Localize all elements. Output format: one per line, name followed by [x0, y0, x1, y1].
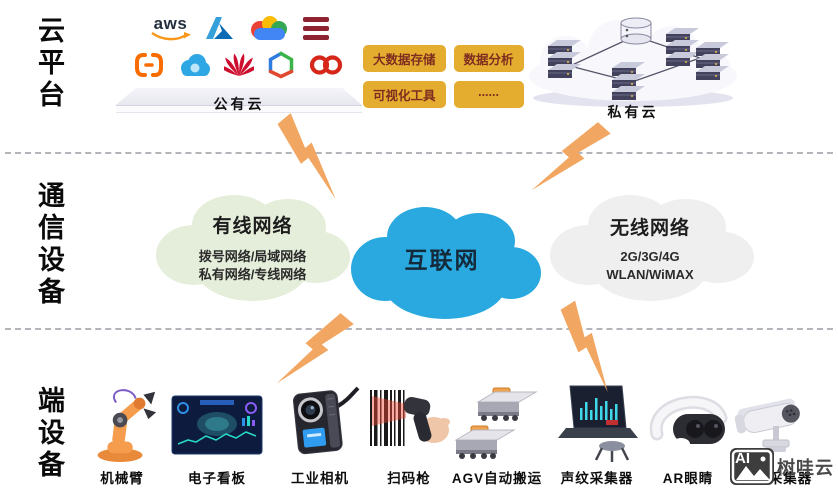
huawei-icon: [224, 52, 254, 78]
google-cloud-icon: [248, 14, 290, 42]
ar-glasses-icon: [640, 380, 736, 464]
divider-bottom: [5, 328, 833, 330]
tag-ellipsis: ......: [453, 81, 524, 108]
device-label: 电子看板: [188, 471, 246, 486]
internet-title: 互联网: [404, 247, 480, 273]
layer-label-communication: 通信设备: [34, 181, 64, 309]
lightning-bolt-icon: [266, 109, 357, 207]
wireless-network-cloud: 无线网络 2G/3G/4G WLAN/WiMAX: [542, 183, 758, 309]
three-bars-cloud-icon: [302, 16, 329, 40]
agv-icon: [449, 380, 545, 464]
device-e-kanban: 电子看板: [169, 380, 265, 487]
industrial-camera-icon: [272, 380, 368, 464]
watermark: AI 树哇云: [730, 448, 834, 485]
device-label: 声纹采集器: [560, 471, 634, 486]
private-cloud-label: 私有云: [607, 104, 659, 120]
barcode-scanner-icon: [361, 380, 457, 464]
tag-data-analysis: 数据分析: [453, 45, 524, 72]
infinity-cloud-icon: [308, 53, 344, 77]
robotic-arm-icon: [74, 380, 170, 464]
capability-tags: 大数据存储 数据分析 可视化工具 ......: [363, 45, 524, 108]
tag-big-data-storage: 大数据存储: [363, 45, 446, 72]
server-stack-icon: [666, 28, 699, 66]
device-robotic-arm: 机械臂: [74, 380, 170, 487]
watermark-ai-logo: AI: [730, 448, 774, 485]
wired-network-title: 有线网络: [212, 216, 293, 237]
alibaba-cloud-icon: [134, 52, 164, 78]
image-icon: [731, 449, 773, 484]
internet-cloud: 互联网: [333, 197, 551, 325]
hexagon-cloud-icon: [267, 51, 295, 79]
server-stack-icon: [612, 62, 645, 100]
device-label: 工业相机: [291, 471, 349, 486]
private-cloud-group: 私有云: [514, 10, 752, 122]
divider-top: [5, 152, 833, 154]
wireless-network-line2: WLAN/WiMAX: [606, 267, 694, 282]
public-cloud-logo-row-1: aws: [116, 10, 362, 46]
wired-network-line2: 私有网络/专线网络: [198, 267, 307, 282]
device-barcode-scanner: 扫码枪: [361, 380, 457, 487]
device-industrial-camera: 工业相机: [272, 380, 368, 487]
e-kanban-icon: [169, 380, 265, 464]
database-icon: [620, 17, 652, 45]
lightning-bolt-icon: [523, 112, 615, 209]
device-label: 扫码枪: [387, 471, 431, 486]
device-ar-glasses: AR眼睛: [640, 380, 736, 487]
device-voiceprint-collector: 声纹采集器: [549, 380, 645, 487]
wireless-network-title: 无线网络: [609, 218, 690, 239]
tag-visualization-tools: 可视化工具: [363, 81, 446, 108]
device-label: 机械臂: [100, 471, 144, 486]
wireless-network-line1: 2G/3G/4G: [620, 249, 680, 264]
lightning-bolt-icon: [547, 297, 630, 399]
cctv-camera-icon: [728, 380, 824, 464]
device-label: AR眼睛: [662, 471, 714, 486]
public-cloud-logo-row-2: [116, 48, 362, 82]
device-label: AGV自动搬运: [451, 471, 543, 486]
server-stack-icon: [696, 42, 729, 80]
aws-icon: aws: [150, 15, 192, 42]
server-stack-icon: [548, 40, 581, 78]
private-cloud-servers-illustration: [529, 17, 737, 107]
public-cloud-group: aws: [116, 10, 362, 114]
wired-network-line1: 拨号网络/局域网络: [198, 249, 307, 264]
public-cloud-platform: 公有云: [116, 88, 362, 114]
layer-label-cloud-platform: 云平台: [34, 16, 64, 112]
lightning-bolt-icon: [268, 303, 359, 401]
watermark-brand-text: 树哇云: [777, 457, 834, 478]
device-agv: AGV自动搬运: [449, 380, 545, 487]
public-cloud-label: 公有云: [213, 96, 265, 112]
tencent-cloud-icon: [177, 53, 211, 77]
wired-network-cloud: 有线网络 拨号网络/局域网络 私有网络/专线网络: [150, 183, 355, 309]
azure-icon: [205, 15, 235, 41]
voiceprint-collector-icon: [549, 380, 645, 464]
layer-label-end-devices: 端设备: [34, 386, 64, 482]
